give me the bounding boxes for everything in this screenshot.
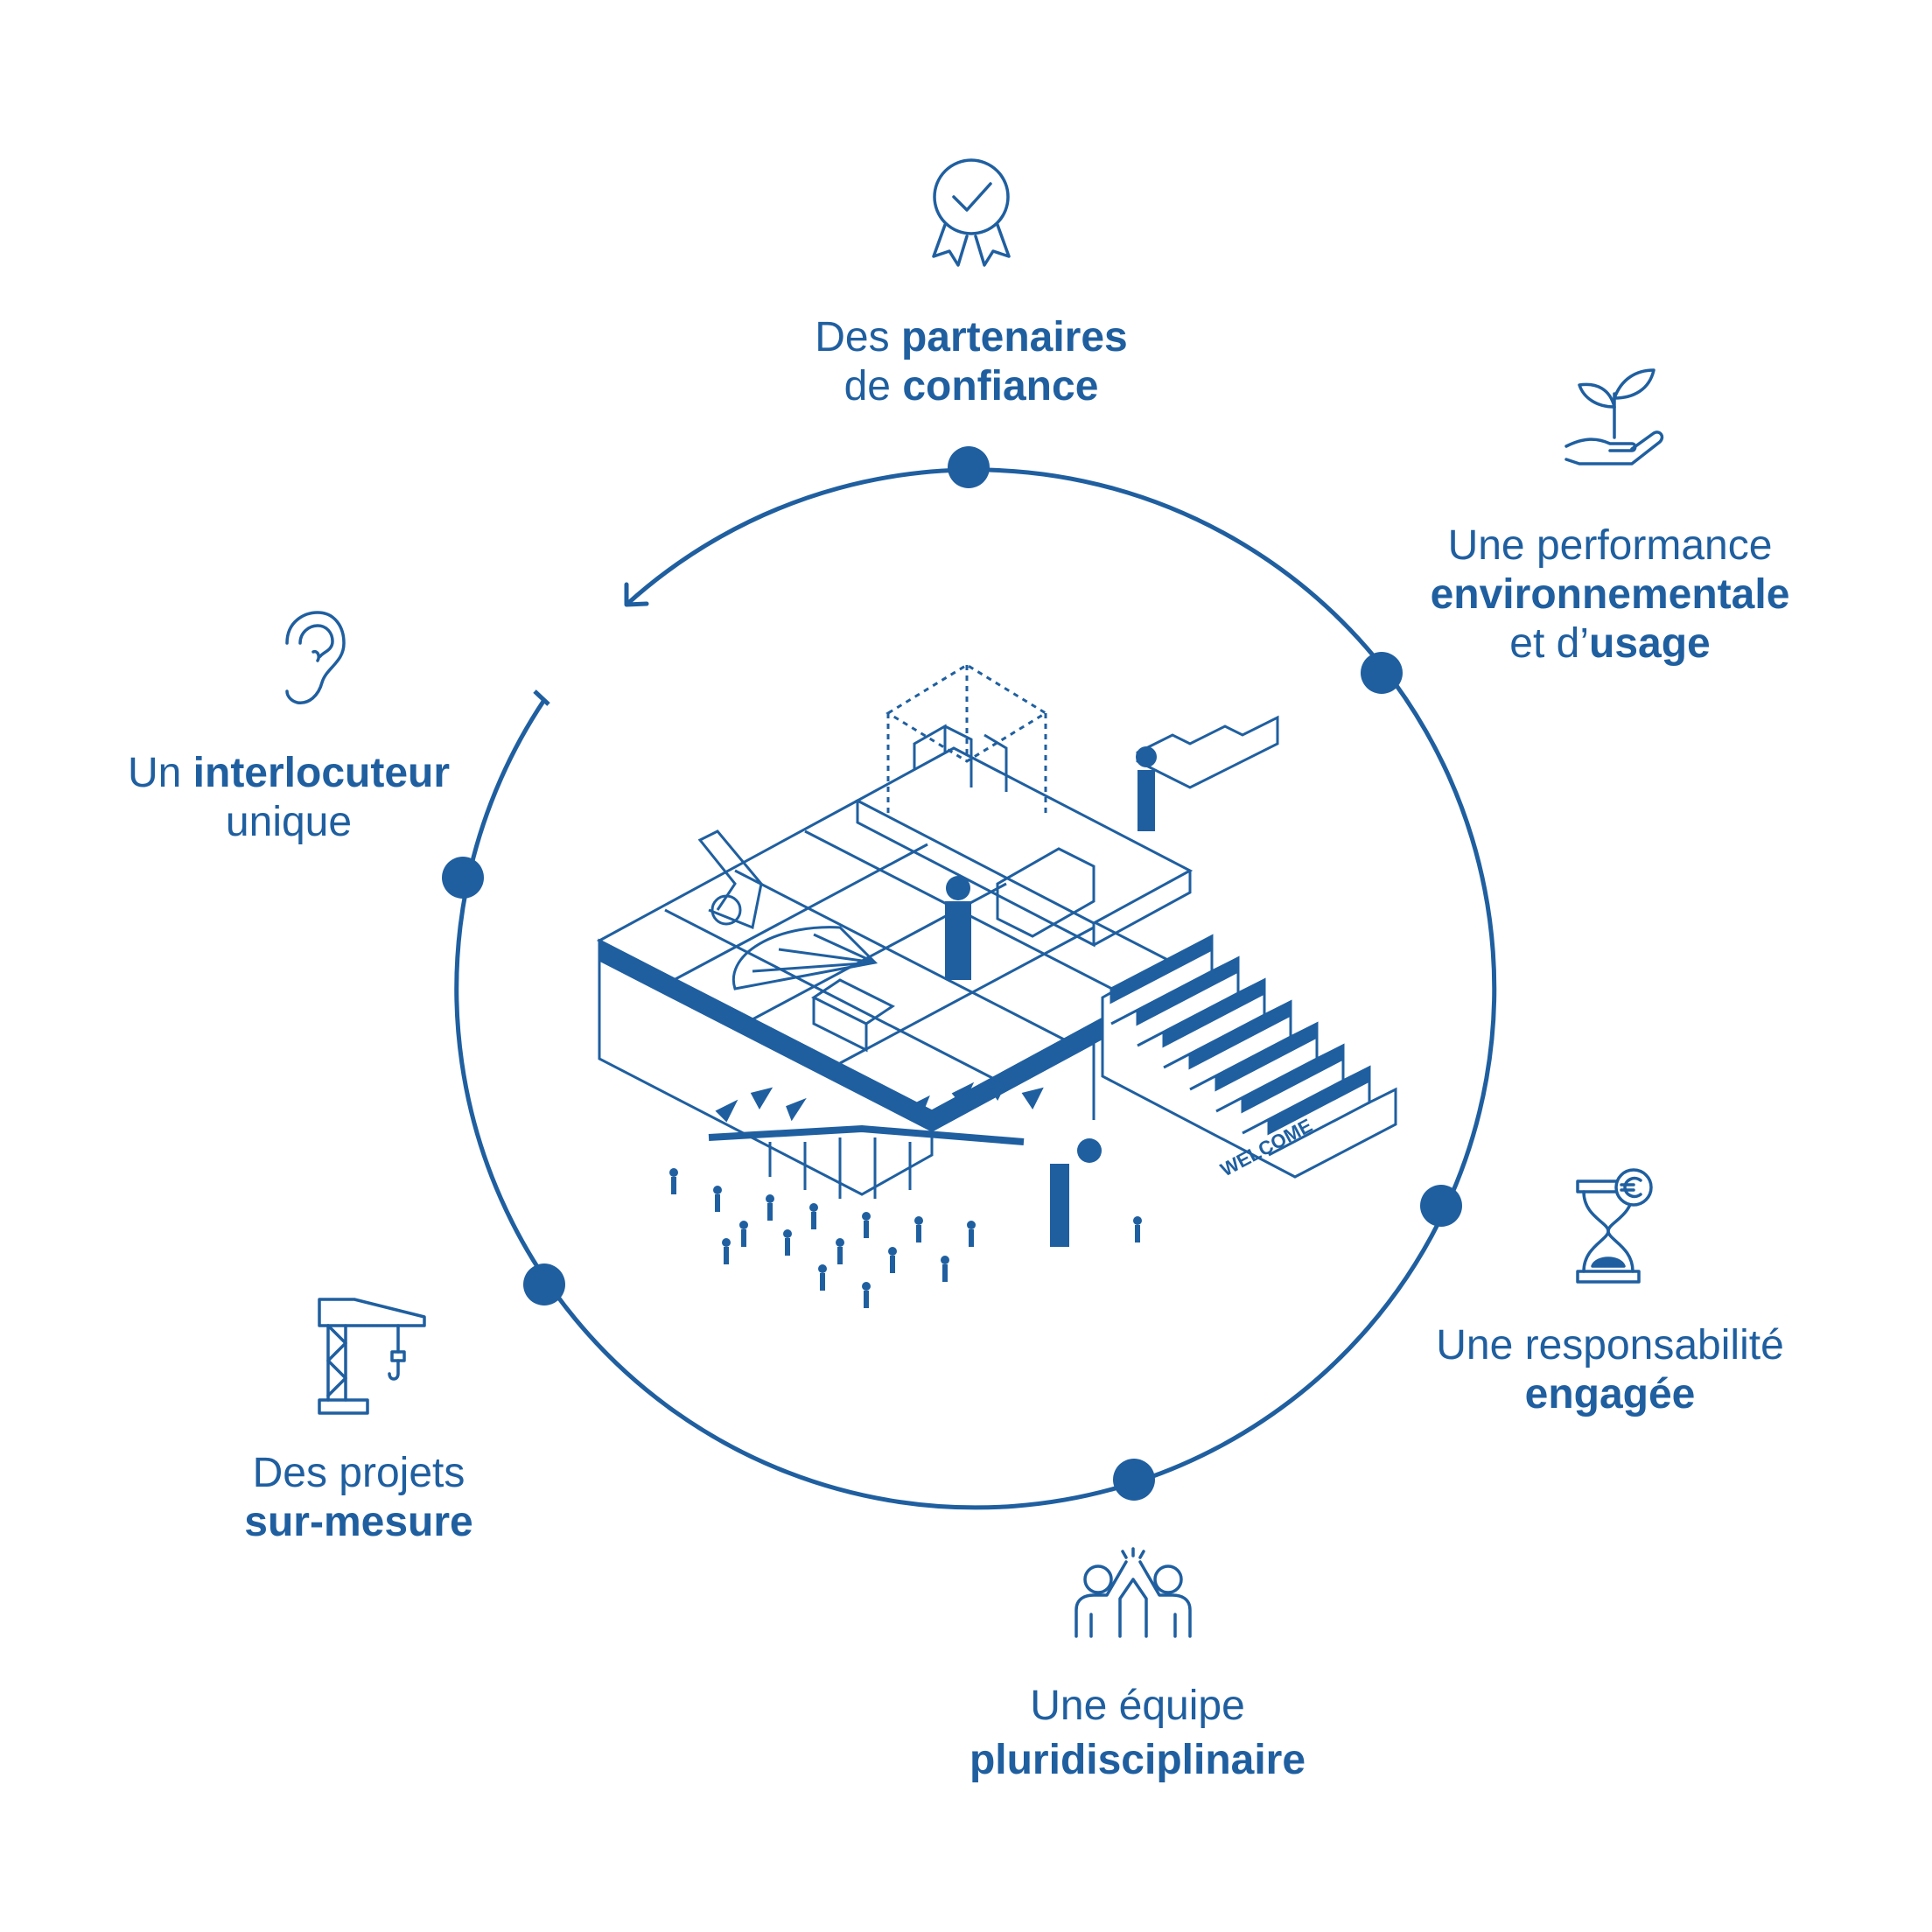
award-ribbon-icon	[923, 153, 1019, 267]
label-equipe: Une équipe pluridisciplinaire	[969, 1683, 1306, 1783]
ear-icon	[278, 608, 348, 709]
cycle-dot-projets	[523, 1264, 565, 1306]
isometric-building-icon	[596, 663, 1397, 1308]
label-responsabilite: Une responsabilité engagée	[1436, 1322, 1784, 1418]
plant-in-hand-icon	[1562, 363, 1667, 472]
label-partenaires: Des partenaires de confiance	[815, 314, 1128, 410]
crane-icon	[315, 1295, 429, 1418]
cycle-arc	[454, 467, 1497, 1510]
label-interlocuteur: Un interlocuteur unique	[127, 750, 451, 845]
cycle-dot-partenaires	[948, 446, 990, 488]
high-five-icon	[1072, 1544, 1194, 1641]
label-performance: Une performance environnementale et d’us…	[1430, 522, 1790, 667]
cycle-dot-responsabilite	[1420, 1185, 1462, 1227]
cycle-start-tick	[533, 690, 550, 706]
cycle-dot-equipe	[1113, 1459, 1155, 1501]
cycle-dot-interlocuteur	[442, 857, 484, 899]
cycle-dot-performance	[1361, 652, 1403, 694]
label-projets: Des projets sur-mesure	[244, 1450, 473, 1545]
cycle-arrowhead	[624, 582, 649, 607]
hourglass-euro-icon	[1571, 1168, 1658, 1286]
